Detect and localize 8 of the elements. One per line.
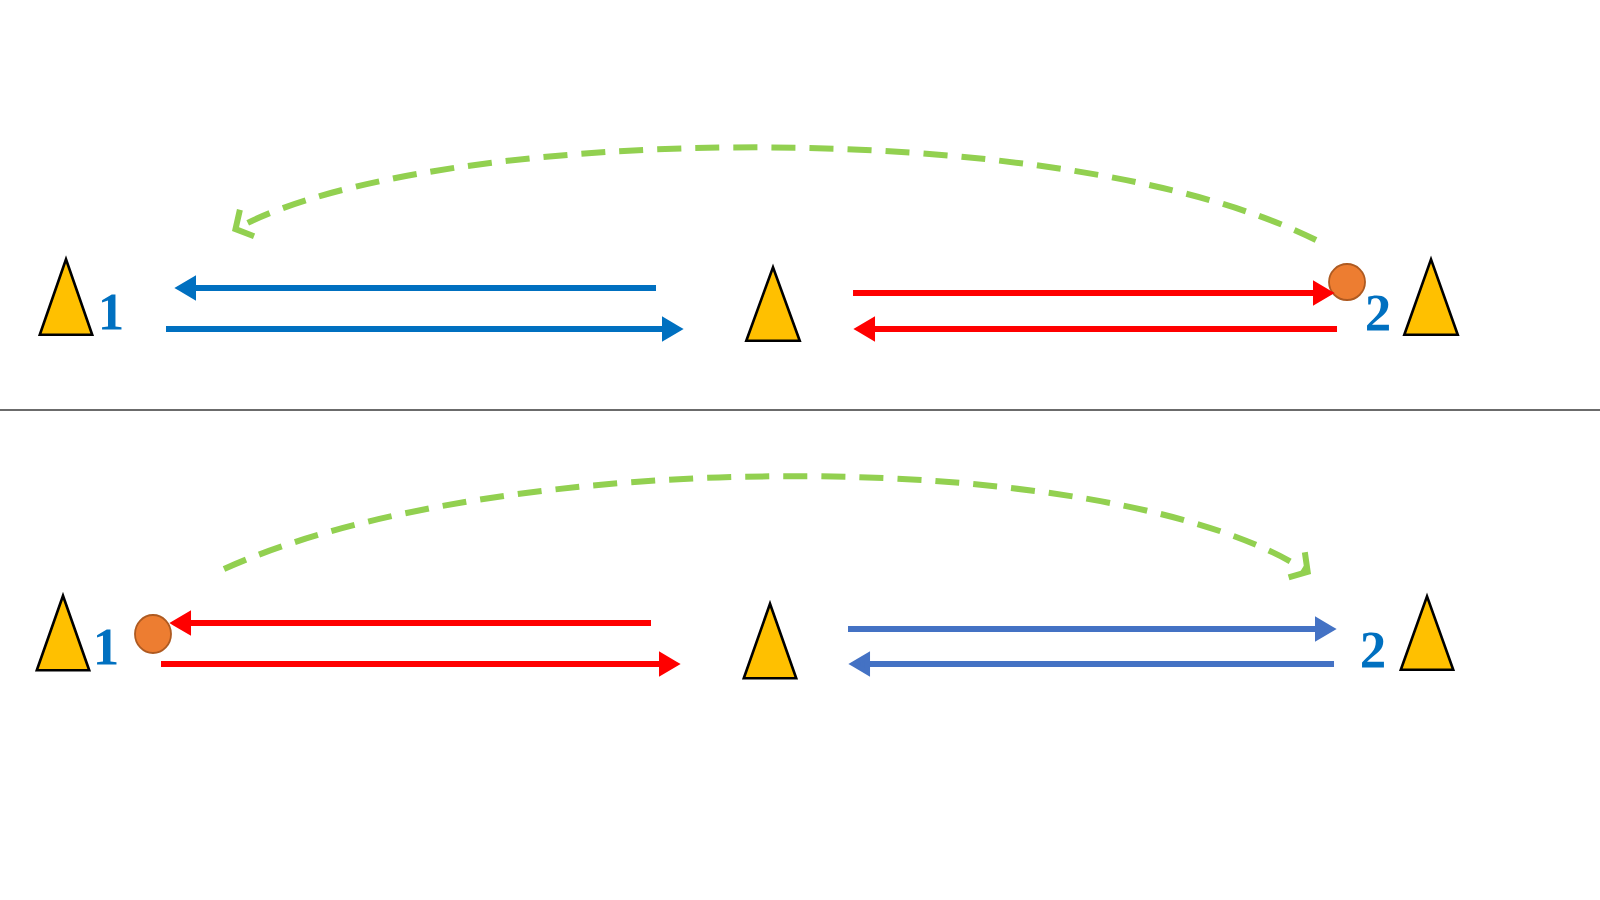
number-label: 2: [1367, 295, 1389, 331]
number-label: 2: [1362, 632, 1384, 668]
ball: [134, 614, 172, 654]
ball: [1328, 263, 1366, 301]
number-label: 1: [97, 629, 117, 665]
dashed-curved-arrow: [222, 473, 1312, 581]
dashed-curved-arrow: [232, 144, 1318, 243]
number-label: 1: [102, 294, 122, 330]
